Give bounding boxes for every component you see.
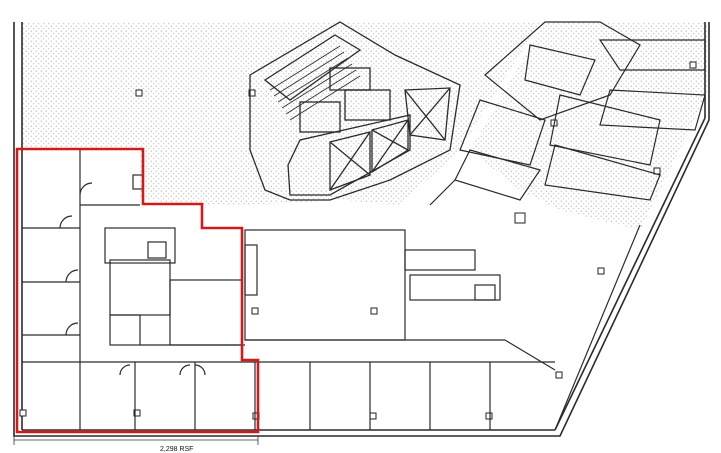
dimension-line xyxy=(13,436,259,445)
area-label: 2,298 RSF xyxy=(160,446,193,453)
leased-suite-boundary xyxy=(15,147,260,434)
bottom-offices xyxy=(22,361,555,430)
dotted-floor-area xyxy=(22,22,709,230)
center-suite xyxy=(244,229,556,371)
right-offices xyxy=(429,21,706,431)
building-core xyxy=(249,21,461,201)
building-outline xyxy=(13,22,710,437)
